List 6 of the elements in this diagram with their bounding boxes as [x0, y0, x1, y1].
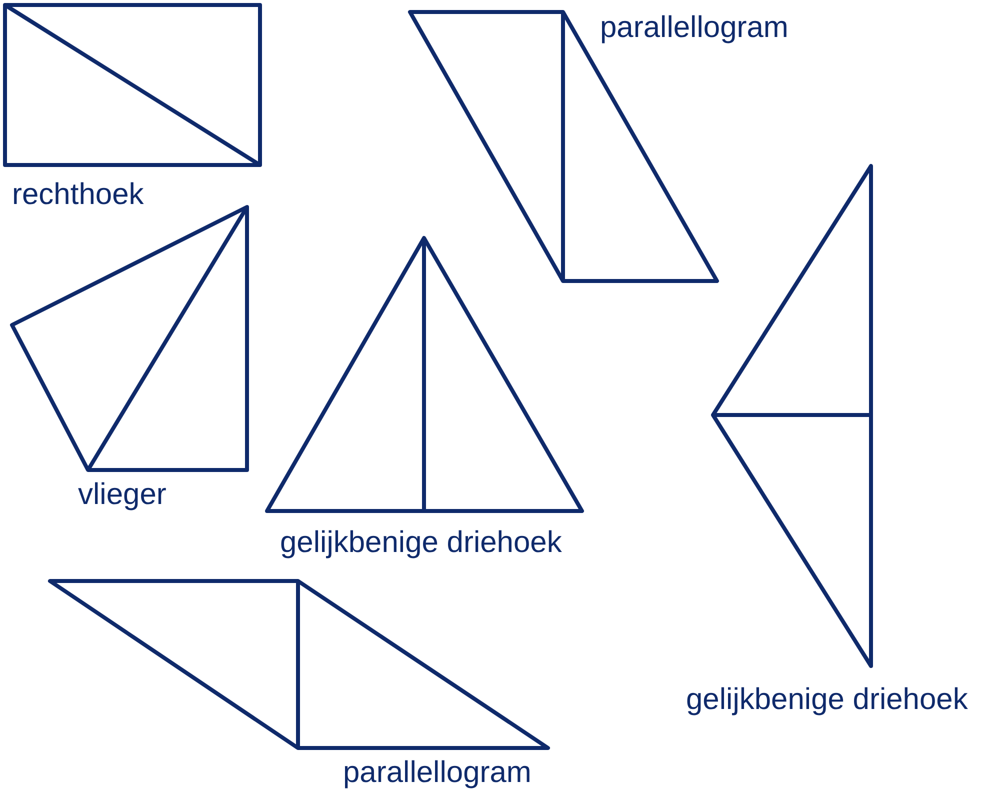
shape-label: gelijkbenige driehoek [280, 526, 562, 560]
shape-label: parallellogram [343, 756, 532, 790]
shape-label: gelijkbenige driehoek [686, 683, 968, 717]
shape-label: rechthoek [12, 178, 144, 212]
shape-label: vlieger [78, 478, 166, 512]
shape-label: parallellogram [600, 11, 788, 45]
